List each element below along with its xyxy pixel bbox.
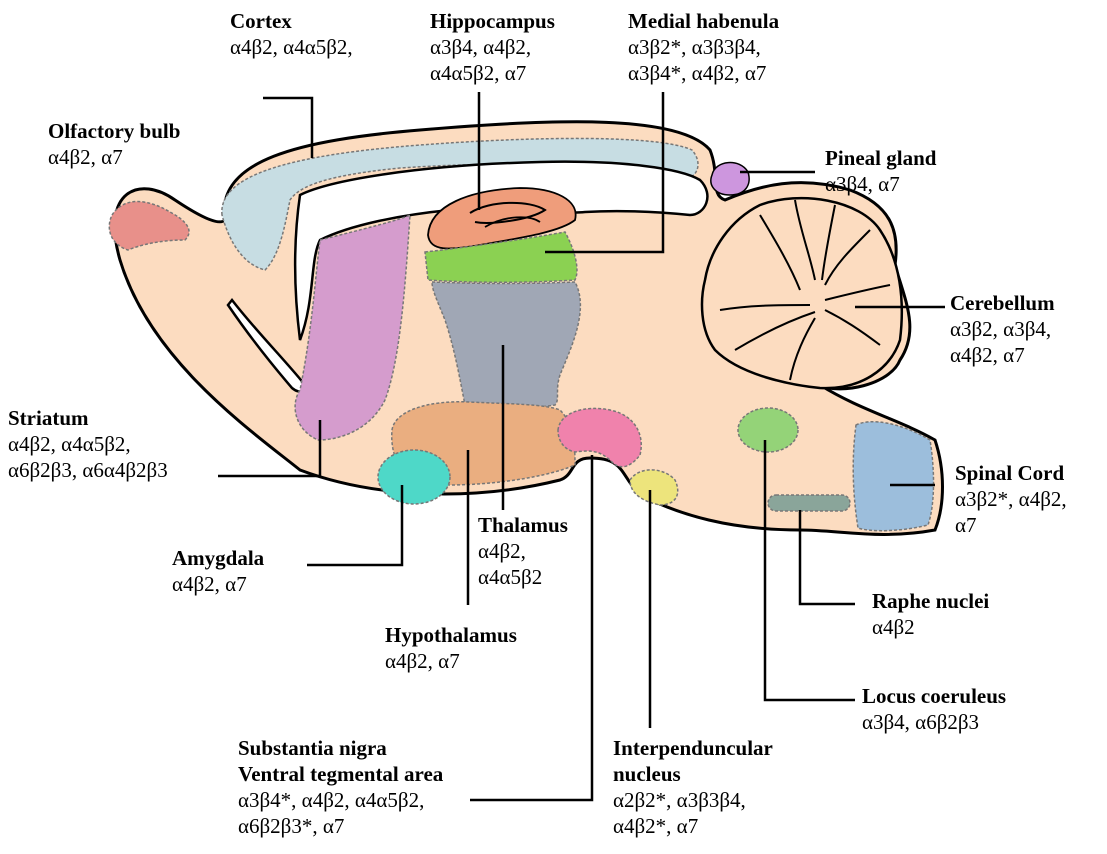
medial-habenula-name: Medial habenula [628,8,779,34]
thalamus-label: Thalamus α4β2, α4α5β2 [478,512,568,590]
striatum-subunits-1: α4β2, α4α5β2, [8,431,168,457]
amygdala-region [378,450,450,504]
interpeduncular-name-1: Interpenduncular [613,735,773,761]
interpeduncular-name-2: nucleus [613,761,773,787]
locus-coeruleus-region [738,408,798,452]
hypothalamus-name: Hypothalamus [385,622,517,648]
substantia-nigra-name: Substantia nigra [238,735,443,761]
hypothalamus-subunits: α4β2, α7 [385,648,517,674]
striatum-name: Striatum [8,405,168,431]
hippocampus-subunits-2: α4α5β2, α7 [430,60,555,86]
thalamus-name: Thalamus [478,512,568,538]
amygdala-subunits: α4β2, α7 [172,571,264,597]
olfactory-bulb-subunits: α4β2, α7 [48,144,180,170]
locus-coeruleus-label: Locus coeruleus α3β4, α6β2β3 [862,683,1006,735]
locus-coeruleus-subunits: α3β4, α6β2β3 [862,709,1006,735]
hippocampus-name: Hippocampus [430,8,555,34]
medial-habenula-subunits-2: α3β4*, α4β2, α7 [628,60,779,86]
raphe-nuclei-subunits: α4β2 [872,614,989,640]
cerebellum-name: Cerebellum [950,290,1055,316]
hippocampus-subunits-1: α3β4, α4β2, [430,34,555,60]
spinal-cord-region [853,422,933,531]
hippocampus-label: Hippocampus α3β4, α4β2, α4α5β2, α7 [430,8,555,86]
thalamus-subunits-2: α4α5β2 [478,564,568,590]
pineal-gland-name: Pineal gland [825,145,936,171]
interpeduncular-subunits-2: α4β2*, α7 [613,813,773,839]
interpeduncular-subunits-1: α2β2*, α3β3β4, [613,787,773,813]
interpeduncular-label: Interpenduncular nucleus α2β2*, α3β3β4, … [613,735,773,839]
substantia-nigra-subunits-1: α3β4*, α4β2, α4α5β2, [238,787,443,813]
striatum-label: Striatum α4β2, α4α5β2, α6β2β3, α6α4β2β3 [8,405,168,483]
olfactory-bulb-name: Olfactory bulb [48,118,180,144]
spinal-cord-subunits-2: α7 [955,512,1067,538]
medial-habenula-label: Medial habenula α3β2*, α3β3β4, α3β4*, α4… [628,8,779,86]
substantia-nigra-label: Substantia nigra Ventral tegmental area … [238,735,443,839]
medial-habenula-subunits-1: α3β2*, α3β3β4, [628,34,779,60]
cerebellum-label: Cerebellum α3β2, α3β4, α4β2, α7 [950,290,1055,368]
olfactory-bulb-label: Olfactory bulb α4β2, α7 [48,118,180,170]
locus-coeruleus-name: Locus coeruleus [862,683,1006,709]
pineal-gland-subunits: α3β4, α7 [825,171,936,197]
cerebellum-subunits-1: α3β2, α3β4, [950,316,1055,342]
amygdala-label: Amygdala α4β2, α7 [172,545,264,597]
raphe-region [768,495,850,511]
amygdala-name: Amygdala [172,545,264,571]
striatum-subunits-2: α6β2β3, α6α4β2β3 [8,457,168,483]
cerebellum-subunits-2: α4β2, α7 [950,342,1055,368]
substantia-nigra-subunits-2: α6β2β3*, α7 [238,813,443,839]
pineal-region [711,163,749,195]
cortex-name: Cortex [230,8,353,34]
cortex-label: Cortex α4β2, α4α5β2, [230,8,353,60]
raphe-nuclei-name: Raphe nuclei [872,588,989,614]
spinal-cord-label: Spinal Cord α3β2*, α4β2, α7 [955,460,1067,538]
spinal-cord-subunits-1: α3β2*, α4β2, [955,486,1067,512]
ventral-tegmental-name: Ventral tegmental area [238,761,443,787]
pineal-gland-label: Pineal gland α3β4, α7 [825,145,936,197]
hypothalamus-label: Hypothalamus α4β2, α7 [385,622,517,674]
spinal-cord-name: Spinal Cord [955,460,1067,486]
raphe-nuclei-label: Raphe nuclei α4β2 [872,588,989,640]
cortex-subunits: α4β2, α4α5β2, [230,34,353,60]
thalamus-subunits-1: α4β2, [478,538,568,564]
